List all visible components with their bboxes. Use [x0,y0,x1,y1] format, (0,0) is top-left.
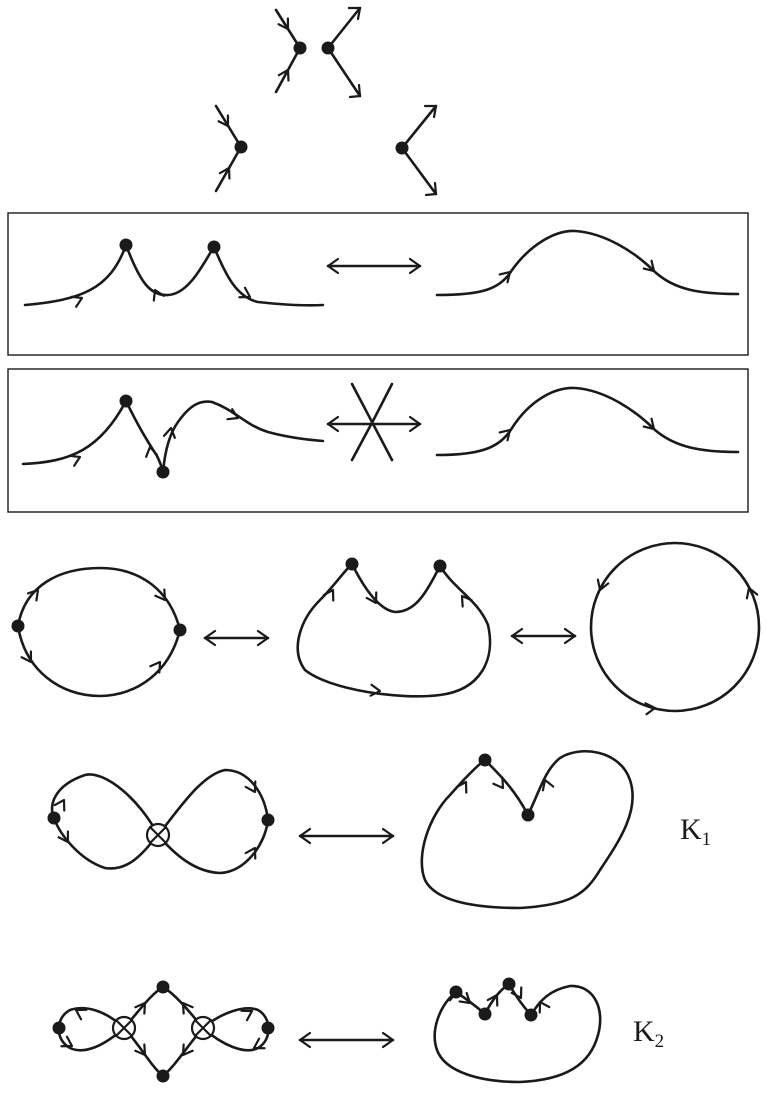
figure-eight-two-crossings [52,980,275,1083]
label-k1-subscript: 1 [701,829,712,850]
circle-two-vertices [11,566,187,698]
shape-two-cusps [296,557,492,698]
move-allowed-box [7,212,749,356]
label-k2: K2 [633,1015,665,1052]
double-arrow-row5 [298,1031,395,1049]
label-k1-letter: K [680,813,702,846]
label-k2-subscript: 2 [654,1031,665,1052]
move-forbidden-box [7,368,749,513]
vertex-type-pair-bottom [214,104,438,197]
double-arrow-row3-right [510,627,577,645]
plain-circle [589,541,761,716]
shape-one-cusp-k1 [420,750,634,910]
label-k1: K1 [680,813,712,850]
double-arrow-row3-left [203,629,270,647]
label-k2-letter: K [633,1015,655,1048]
shape-multiple-cusps-k2 [433,977,602,1084]
vertex-type-pair-top [274,6,362,99]
figure-eight-one-crossing [47,768,275,875]
double-arrow-row4 [298,827,395,845]
